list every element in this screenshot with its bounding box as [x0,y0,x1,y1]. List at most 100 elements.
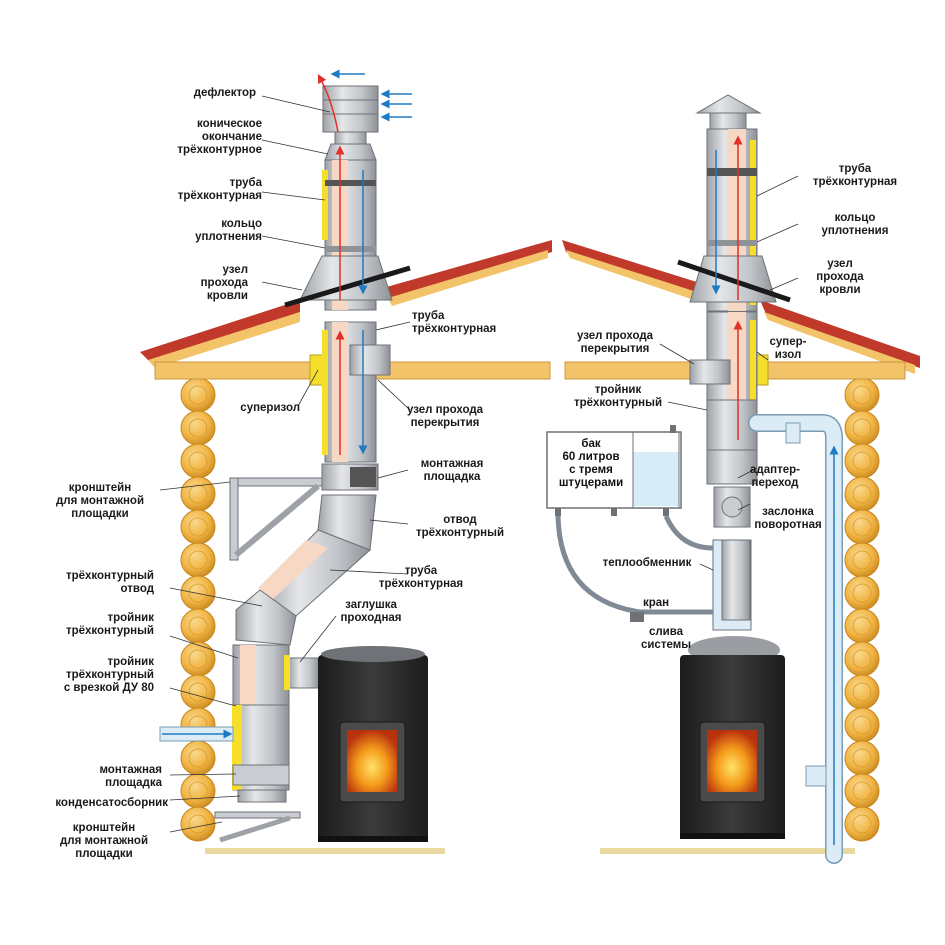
log-ring [188,385,208,405]
log-end [844,608,880,644]
log-end [844,707,880,743]
right-adapter [706,449,758,485]
label-mount-platform-lower: монтажная площадка [99,764,162,789]
leader-lines [159,95,799,833]
log-ring [188,649,208,669]
log-end [844,740,880,776]
right-roof [562,240,920,374]
log-ring [852,781,872,801]
left-ceiling-node [349,344,391,376]
drain-valve[interactable] [630,612,644,622]
left-mount-platform-lower [232,764,290,786]
log-end [180,410,216,446]
log-end [180,806,216,842]
log-ring [188,682,208,702]
log-ring [852,682,872,702]
log-ring [188,814,208,834]
label-right-superizol: супер- изол [769,336,807,361]
log-end [844,410,880,446]
log-end [844,443,880,479]
label-through-plug: заглушка проходная [340,599,402,624]
label-roof-node: узел прохода кровли [200,264,248,302]
log-end [844,674,880,710]
label-adapter: адаптер- переход [750,464,800,489]
log-ring [188,583,208,603]
log-ring [188,550,208,570]
log-end [844,575,880,611]
log-ring [852,451,872,471]
label-elbow-upper: отвод трёхконтурный [415,514,505,539]
log-end [180,443,216,479]
log-ring [852,616,872,636]
left-tee-stove-connection [288,657,320,689]
label-heat-exchanger: теплообменник [602,557,692,569]
log-ring [188,451,208,471]
log-ring [188,781,208,801]
tank-hose-upper [663,514,714,551]
log-ring [852,550,872,570]
log-end [180,575,216,611]
conical-end [324,143,377,161]
left-roof-node [299,255,393,301]
left-offset-pipes [235,494,377,646]
label-tank: бак 60 литров с тремя штуцерами [558,438,624,489]
left-bracket-lower [214,811,301,843]
label-drain: слива системы [640,626,692,651]
label-right-ceiling-node: узел прохода перекрытия [576,330,654,355]
log-end [844,476,880,512]
right-chimney-cap [695,94,762,114]
log-end [844,509,880,545]
left-stove [318,655,428,842]
label-right-pipe: труба трёхконтурная [812,163,898,188]
label-pipe-upper: труба трёхконтурная [177,177,262,202]
log-ring [188,418,208,438]
label-right-tee: тройник трёхконтурный [573,384,663,409]
flow-arrows [162,69,839,845]
left-stove-fire [347,730,397,792]
label-bracket-lower: кронштейн для монтажной площадки [59,822,149,860]
label-pipe-middle: труба трёхконтурная [412,310,497,335]
log-ring [852,814,872,834]
log-end [844,773,880,809]
log-end [180,773,216,809]
label-mount-platform-upper: монтажная площадка [420,458,484,483]
right-stove [680,636,785,839]
left-log-wall [180,377,216,842]
log-ring [852,484,872,504]
deflector [322,85,379,145]
log-end [844,641,880,677]
right-ceiling-node [689,359,731,385]
log-ring [852,715,872,735]
log-end [180,542,216,578]
log-ring [852,418,872,438]
log-ring [188,748,208,768]
label-conical-end: коническое окончание трёхконтурное [177,118,262,156]
label-right-roof-node: узел прохода кровли [816,258,864,296]
label-elbow-lower: трёхконтурный отвод [65,570,154,595]
label-valve: кран [642,597,670,609]
water-tank [546,425,682,516]
log-end [180,608,216,644]
left-bracket-upper [229,477,323,561]
label-right-seal-ring: кольцо уплотнения [821,212,889,237]
label-seal-ring: кольцо уплотнения [195,218,262,243]
log-end [180,740,216,776]
label-bracket-upper: кронштейн для монтажной площадки [55,482,145,520]
floor-right [600,848,855,854]
right-stove-fire [707,730,757,792]
log-end [180,476,216,512]
log-ring [852,649,872,669]
label-ceiling-node-left: узел прохода перекрытия [406,404,484,429]
log-end [844,542,880,578]
condensate-collector [237,789,287,803]
label-tee-du80: тройник трёхконтурный с врезкой ДУ 80 [63,656,154,694]
right-log-wall [844,377,880,842]
label-condensate-collector: конденсатосборник [55,797,168,809]
label-damper: заслонка поворотная [754,506,822,531]
left-roof [140,240,552,368]
label-superizol-left: суперизол [240,402,300,414]
log-end [180,641,216,677]
log-end [180,509,216,545]
log-ring [852,517,872,537]
label-deflector: дефлектор [193,87,256,99]
